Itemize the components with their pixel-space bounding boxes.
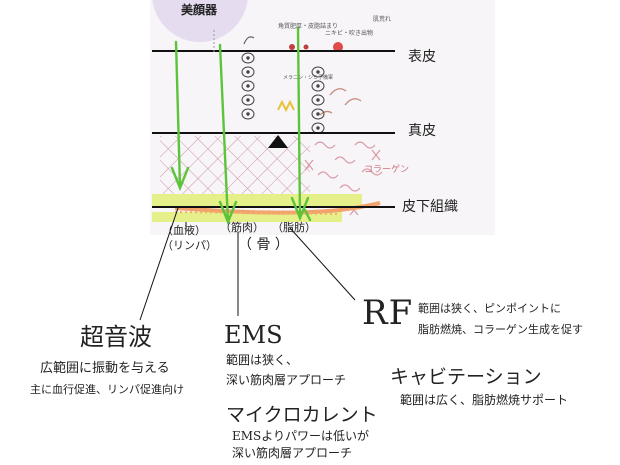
bone-label: （ 骨 ） [238,237,289,253]
cavitation-title: キャビテーション [390,366,542,388]
blood-label: （血液） [162,224,206,237]
ultrasound-desc-1: 広範囲に振動を与える [40,361,170,376]
acne-dot [289,44,295,50]
cavitation-desc-1: 範囲は広く、脂肪燃焼サポート [400,393,569,407]
cell-column-left [241,52,255,120]
pointer-lines [139,207,356,321]
acne-dot [303,44,309,50]
lymph-label: （リンパ） [162,239,217,252]
ems-title: EMS [224,321,283,349]
ultrasound-desc-2: 主に血行促進、リンパ促進向け [30,383,184,396]
microcurrent-desc-1: EMSよりパワーは低いが [232,429,370,443]
ems-desc-2: 深い筋肉層アプローチ [226,373,347,387]
subcutaneous-label: 皮下組織 [402,199,458,215]
pore-triangle [268,135,288,148]
skin-issues-label: 角質肥厚・皮脂詰まり [278,23,339,30]
hair-line [243,36,255,45]
acne-label: ニキビ・吹き出物 [325,30,374,37]
energy-arrows [170,26,312,226]
collagen-label: コラーゲン [364,165,410,175]
device-circle [152,0,248,42]
microcurrent-title: マイクロカレント [226,404,378,426]
muscle-label: （筋肉） [220,221,264,234]
muscle-band [152,194,362,208]
ems-desc-1: 範囲は狭く、 [226,353,299,367]
rf-desc-2: 脂肪燃焼、コラーゲン生成を促す [418,323,583,336]
microcurrent-desc-2: 深い筋肉層アプローチ [232,446,353,460]
dermis-label: 真皮 [408,123,436,139]
muscle-band-lower [152,212,342,222]
rf-desc-1: 範囲は狭く、ピンポイントに [418,302,561,315]
dermis-mesh [160,136,310,200]
rf-title: RF [362,293,414,333]
melanin-squiggle [277,99,295,113]
epidermis-label: 表皮 [408,49,436,65]
acne-dot [333,42,343,52]
device-label: 美顔器 [181,3,218,17]
rough-skin-label: 肌荒れ [373,16,392,23]
fat-label: （脂肪） [272,221,316,234]
skin-surface-marks [319,88,362,116]
ultrasound-title: 超音波 [80,323,152,351]
melanin-label: メラニン・シミ予備軍 [283,75,334,81]
